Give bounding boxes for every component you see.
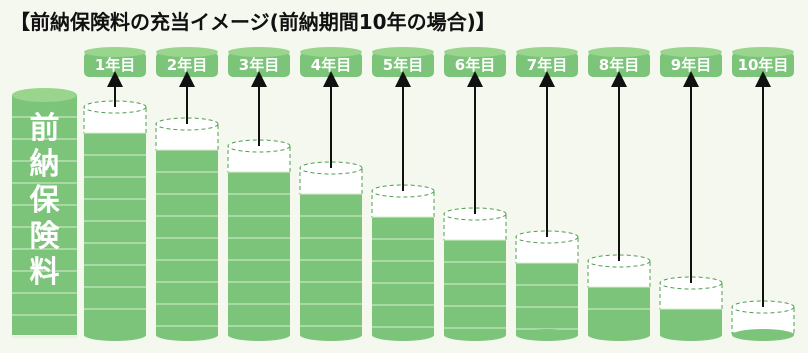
year-header-6: 6年目	[444, 47, 506, 77]
year-header-top-2	[156, 47, 218, 57]
left-stack-top	[12, 88, 77, 102]
year-header-box-1	[84, 52, 146, 77]
year-stack-bottom-cap-1	[84, 329, 146, 341]
year-stack-bottom-cap-5	[372, 329, 434, 341]
year-stack-body-2	[156, 136, 218, 335]
left-vertical-char-4: 険	[30, 219, 61, 254]
year-header-9: 9年目	[660, 47, 722, 77]
year-stack-6	[443, 207, 507, 341]
year-header-box-8	[588, 52, 650, 77]
year-stack-bottom-cap-8	[588, 329, 650, 341]
year-stack-5	[371, 184, 435, 341]
left-vertical-char-5: 料	[30, 255, 60, 290]
year-stack-7	[515, 230, 579, 341]
year-header-5: 5年目	[372, 47, 434, 77]
year-header-label-7: 7年目	[527, 56, 567, 74]
year-stack-10	[731, 300, 795, 341]
left-stack-lines	[12, 116, 77, 338]
year-header-label-4: 4年目	[311, 56, 351, 74]
year-header-2: 2年目	[156, 47, 218, 77]
year-header-box-3	[228, 52, 290, 77]
year-header-box-6	[444, 52, 506, 77]
year-stack-9	[659, 276, 723, 341]
year-header-top-3	[228, 47, 290, 57]
year-stack-4	[299, 161, 363, 341]
year-stack-3	[227, 139, 291, 341]
year-header-label-8: 8年目	[599, 56, 639, 74]
year-stacks	[83, 100, 795, 341]
year-stack-bottom-cap-4	[300, 329, 362, 341]
year-header-box-5	[372, 52, 434, 77]
year-header-box-7	[516, 52, 578, 77]
year-stack-body-6	[444, 226, 506, 335]
year-header-top-8	[588, 47, 650, 57]
year-header-box-2	[156, 52, 218, 77]
year-stack-8	[587, 254, 651, 341]
year-stack-body-3	[228, 158, 290, 335]
year-stack-bottom-cap-2	[156, 329, 218, 341]
year-header-label-5: 5年目	[383, 56, 423, 74]
left-vertical-char-1: 前	[30, 111, 60, 146]
year-header-4: 4年目	[300, 47, 362, 77]
year-header-top-5	[372, 47, 434, 57]
year-stack-body-4	[300, 180, 362, 335]
left-stack: 前納保険料	[12, 88, 77, 338]
year-stack-bottom-cap-10	[732, 329, 794, 341]
year-header-label-6: 6年目	[455, 56, 495, 74]
year-header-7: 7年目	[516, 47, 578, 77]
year-header-top-4	[300, 47, 362, 57]
year-stack-bottom-cap-7	[516, 329, 578, 341]
year-header-box-9	[660, 52, 722, 77]
year-header-box-4	[300, 52, 362, 77]
year-header-label-3: 3年目	[239, 56, 279, 74]
left-vertical-label: 前納保険料	[30, 111, 61, 290]
year-header-top-6	[444, 47, 506, 57]
year-stack-body-5	[372, 203, 434, 335]
year-headers: 1年目 2年目 3年目 4年目 5年目 6年目 7年目 8年目 9年目 10年目	[84, 47, 794, 77]
year-stack-2	[155, 117, 219, 341]
left-vertical-char-3: 保	[30, 183, 61, 218]
year-header-label-9: 9年目	[671, 56, 711, 74]
year-stack-body-1	[84, 119, 146, 335]
year-header-box-10	[732, 52, 794, 77]
year-header-top-10	[732, 47, 794, 57]
year-header-top-1	[84, 47, 146, 57]
year-header-label-10: 10年目	[738, 56, 789, 74]
year-header-top-9	[660, 47, 722, 57]
year-stack-bottom-cap-3	[228, 329, 290, 341]
left-stack-body	[12, 95, 77, 335]
year-header-1: 1年目	[84, 47, 146, 77]
year-header-top-7	[516, 47, 578, 57]
year-arrows	[107, 71, 771, 307]
year-header-label-1: 1年目	[95, 56, 135, 74]
left-vertical-char-2: 納	[30, 147, 60, 182]
year-header-label-2: 2年目	[167, 56, 207, 74]
year-header-10: 10年目	[732, 47, 794, 77]
year-stack-1	[83, 100, 147, 341]
year-header-8: 8年目	[588, 47, 650, 77]
diagram-title: 【前納保険料の充当イメージ(前納期間10年の場合)】	[10, 10, 496, 34]
year-stack-bottom-cap-9	[660, 329, 722, 341]
year-stack-bottom-cap-6	[444, 329, 506, 341]
year-header-3: 3年目	[228, 47, 290, 77]
